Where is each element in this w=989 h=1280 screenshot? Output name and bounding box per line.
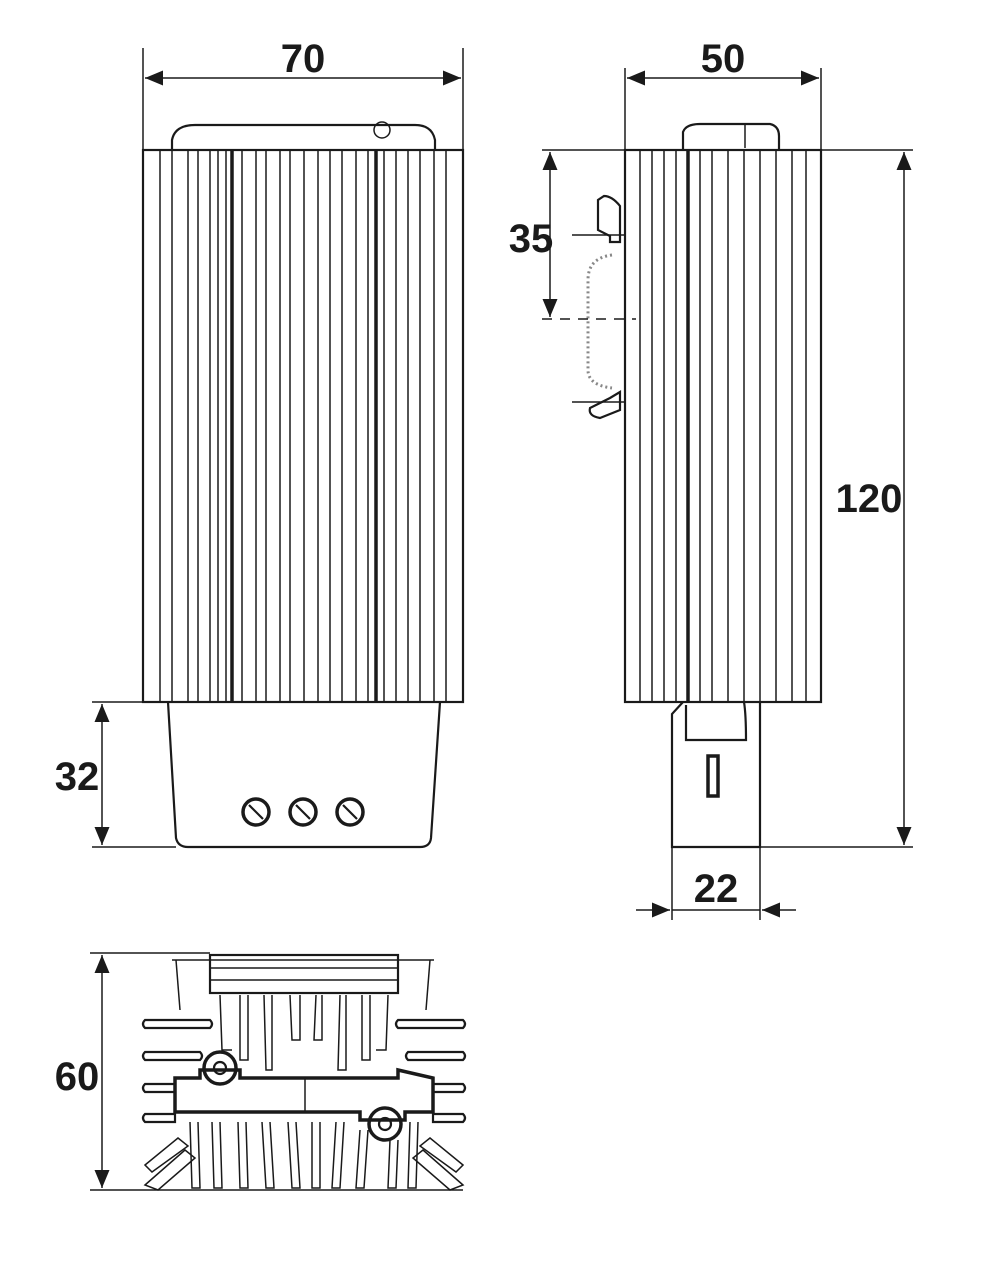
dim-32-label: 32	[55, 755, 100, 799]
dim-width-front: 70	[142, 37, 464, 150]
dim-35-label: 35	[509, 217, 554, 261]
front-fins	[159, 150, 447, 702]
dim-70-label: 70	[281, 37, 326, 81]
terminal-screws	[241, 797, 365, 827]
dim-22-label: 22	[694, 867, 739, 911]
dim-50-label: 50	[701, 37, 746, 81]
dim-side-base-width: 22	[636, 847, 796, 920]
dim-depth-bottom: 60	[55, 952, 463, 1191]
dim-120-label: 120	[836, 477, 903, 521]
side-view	[572, 122, 823, 849]
dim-60-label: 60	[55, 1055, 100, 1099]
front-view	[141, 121, 465, 849]
dim-rail-height: 35	[509, 149, 636, 320]
dim-terminal-height: 32	[55, 701, 176, 848]
dim-total-height: 120	[760, 149, 913, 848]
dim-width-side: 50	[624, 37, 822, 150]
bottom-view	[141, 953, 467, 1191]
side-fins	[639, 150, 807, 702]
